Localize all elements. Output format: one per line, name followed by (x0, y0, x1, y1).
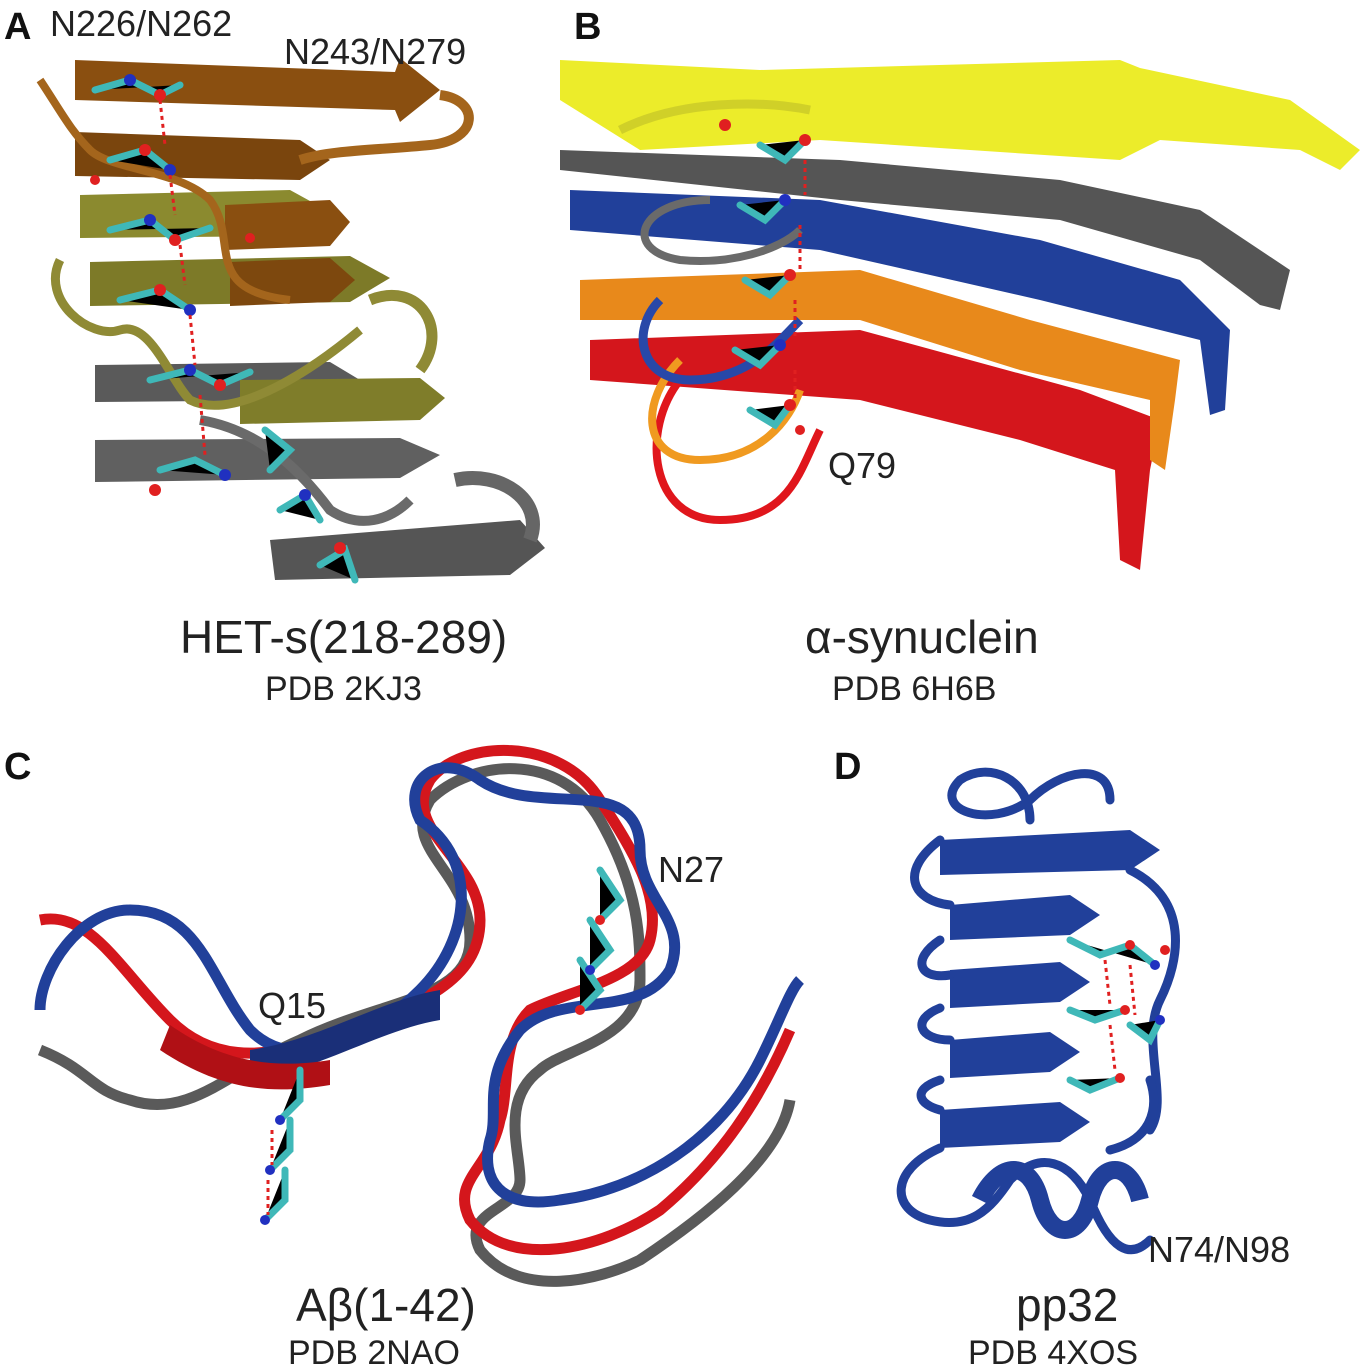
label-n27: N27 (658, 849, 725, 890)
panel-letter-d: D (834, 746, 862, 788)
asyn-loop (652, 377, 824, 525)
panel-d: D N74/N98 pp32 PDB 4XOS (830, 740, 1366, 1372)
het-s-strand (240, 378, 445, 424)
asyn-loop (648, 357, 804, 465)
asyn-loop (640, 196, 803, 265)
label-n226-n262: N226/N262 (50, 3, 233, 44)
panel-c: C Q15 N27 Aβ(1-42) PDB 2NAO (0, 740, 830, 1372)
panel-c-pdb: PDB 2NAO (288, 1334, 460, 1372)
asyn-strand (590, 330, 1160, 570)
sidechain-sticks (1066, 936, 1164, 1094)
panel-b: B Q79 α-synuclein PDB 6H6B (560, 0, 1366, 706)
panel-letter-c: C (4, 746, 32, 788)
label-n74-n98: N74/N98 (1148, 1229, 1291, 1270)
het-s-structure-render (36, 58, 545, 584)
het-s-strand (225, 200, 350, 250)
pp32-structure-render (896, 767, 1180, 1254)
panel-a-pdb: PDB 2KJ3 (265, 670, 422, 708)
atom-spheres (90, 74, 346, 554)
het-s-loop (50, 257, 363, 410)
pp32-strands (940, 830, 1160, 1148)
hydrogen-bond-lines (158, 99, 207, 456)
panel-a-title: HET-s(218-289) (180, 611, 508, 663)
hydrogen-bond-lines (1103, 959, 1137, 1071)
hydrogen-bond-lines (266, 1130, 274, 1215)
panel-letter-b: B (574, 6, 602, 48)
asyn-loop (617, 99, 811, 135)
alpha-synuclein-structure-render (560, 60, 1360, 570)
abeta-strand (160, 1025, 330, 1090)
abeta-strand (250, 990, 440, 1080)
atom-spheres (260, 915, 605, 1225)
glutamine-sidechain-sticks (731, 136, 809, 430)
sidechain-sticks (261, 866, 625, 1224)
het-s-loop (36, 77, 291, 304)
label-n243-n279: N243/N279 (284, 31, 467, 72)
hydrogen-bond-lines (793, 160, 807, 400)
panel-a: A N226/N262 N243/N279 HET-s(218-289) PDB… (0, 0, 560, 706)
abeta-structure-render (34, 745, 805, 1287)
panel-c-title: Aβ(1-42) (296, 1279, 476, 1331)
het-s-loop (453, 471, 540, 543)
asyn-strand (560, 150, 1290, 310)
label-q15: Q15 (258, 985, 327, 1026)
het-s-strand (270, 520, 545, 580)
het-s-loop (298, 90, 474, 165)
pp32-helix (971, 1161, 1149, 1239)
het-s-strand (75, 58, 440, 122)
label-q79: Q79 (828, 445, 897, 486)
asyn-strand (580, 270, 1180, 470)
panel-d-title: pp32 (1016, 1279, 1119, 1331)
abeta-chain-blue (34, 762, 805, 1208)
panel-d-pdb: PDB 4XOS (968, 1334, 1139, 1372)
panel-b-pdb: PDB 6H6B (832, 670, 997, 708)
asyn-strand (570, 190, 1230, 415)
het-s-loop (199, 415, 414, 526)
pp32-loops (896, 767, 1180, 1254)
asyn-strand (560, 60, 1360, 170)
het-s-loop (367, 289, 438, 374)
atom-spheres (719, 119, 811, 435)
asparagine-sidechain-sticks (91, 76, 359, 584)
atom-spheres (1115, 940, 1170, 1083)
panel-letter-a: A (4, 6, 32, 48)
panel-b-title: α-synuclein (805, 611, 1039, 663)
